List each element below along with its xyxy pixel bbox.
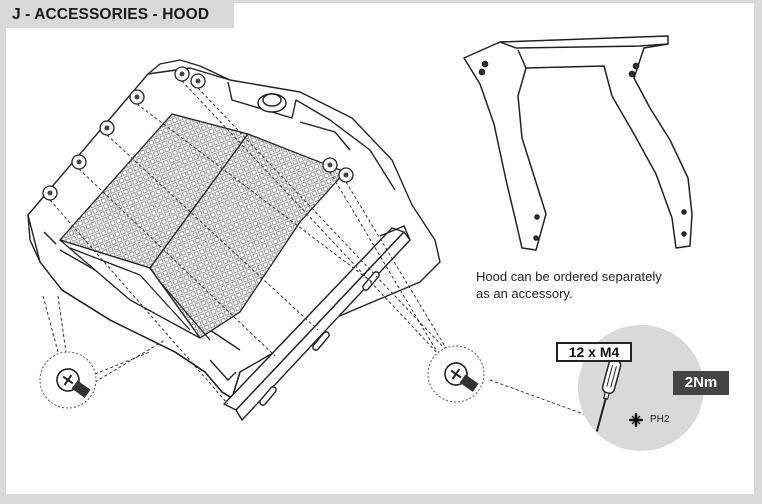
screw-callout-left [39, 351, 97, 409]
alignment-lines [42, 80, 601, 421]
screw-callout-right [427, 345, 485, 403]
accessory-note-line-1: Hood can be ordered separately [476, 269, 662, 284]
led-modules [58, 113, 347, 341]
hood-accessory [463, 35, 693, 251]
screwdriver-icon [595, 358, 622, 432]
mounting-bracket [223, 225, 411, 421]
frame-border-left [0, 0, 6, 504]
frame-border-bottom [0, 494, 762, 504]
torque-badge: 2Nm [673, 371, 729, 395]
screw-icon [56, 368, 91, 398]
screw-quantity-label: 12 x M4 [556, 342, 632, 362]
screw-hole-markers [42, 66, 354, 201]
section-header-bar [6, 3, 234, 28]
phillips-cross-icon [629, 413, 643, 427]
driver-size-label: PH2 [650, 414, 670, 425]
section-title: J - ACCESSORIES - HOOD [12, 6, 210, 23]
frame-border-right [754, 0, 762, 504]
accessory-note-line-2: as an accessory. [476, 285, 573, 301]
accessory-note: Hood can be ordered separately as an acc… [476, 269, 662, 302]
frame-border-top [0, 0, 762, 3]
